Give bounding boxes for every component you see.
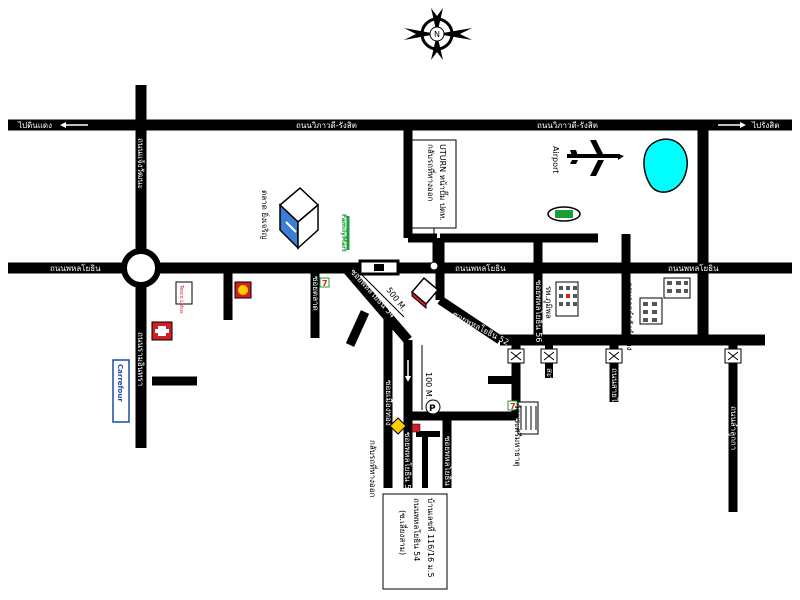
soi-saphan-mai-label: สะพานใหม่ bbox=[545, 368, 554, 407]
airport-label: Airport bbox=[551, 146, 560, 173]
soi-54-2-label: ซอยพหลโยธิน 54/2 bbox=[403, 432, 413, 502]
hospital-label: รพ.ภูมิพล bbox=[543, 286, 553, 319]
bus-stop-icon bbox=[374, 264, 384, 271]
temple-label: วัดพระศรีมหาธาตุ bbox=[513, 404, 522, 467]
destination-line-2: ถนนพหลโยธิน 54 bbox=[412, 498, 422, 561]
destination-box: บ้านเลขที่ 116/16 ม.5 ถนนพหลโยธิน 54 (ซ.… bbox=[382, 493, 448, 590]
soi-talad-label: ซอยตลาด bbox=[311, 276, 320, 311]
svg-text:FamilyMart: FamilyMart bbox=[340, 214, 347, 252]
phahon-label-west: ถนนพหลโยธิน bbox=[50, 263, 101, 273]
market-label: ตลาด ยิ่งเจริญ bbox=[260, 190, 271, 240]
uturn-note-box: กลับรถที่ทางออก UTURN หน้าปั๊ม ปตท. bbox=[411, 139, 457, 271]
to-rangsit-label: ไปรังสิต bbox=[751, 121, 779, 130]
apartment-building-icon bbox=[663, 277, 691, 299]
department-store-icon bbox=[278, 186, 320, 250]
traffic-light-icon bbox=[507, 348, 525, 364]
svg-text:UTURN หน้าปั๊ม ปตท.: UTURN หน้าปั๊ม ปตท. bbox=[438, 144, 449, 221]
soi-east-label: ถนนลำลูกกา bbox=[728, 406, 738, 450]
shop-sign-icon bbox=[389, 417, 421, 435]
seven-eleven-icon-2: 7 bbox=[507, 400, 518, 411]
svg-text:7: 7 bbox=[510, 402, 516, 411]
chaeng-watthana-label: ถนนแจ้งวัฒนะ bbox=[136, 138, 145, 189]
shell-logo-icon bbox=[234, 281, 252, 299]
condo-label: กรมการกำลังสำรอง bbox=[625, 282, 634, 351]
building-near-soi-icon bbox=[410, 276, 440, 310]
airplane-icon bbox=[567, 140, 624, 176]
stadium-field bbox=[555, 210, 573, 218]
soi-diag-stub bbox=[345, 310, 370, 347]
soi-54-diagonal bbox=[342, 264, 412, 344]
destination-line-3: (ซ.เลี่ยงสาม) bbox=[398, 510, 409, 555]
distance-100-label: 100 M. bbox=[424, 372, 433, 399]
svg-text:Tesco Lotus: Tesco Lotus bbox=[178, 284, 184, 314]
traffic-light-icon-3 bbox=[605, 348, 623, 364]
lake bbox=[643, 138, 688, 193]
tesco-lotus-sign: Tesco Lotus bbox=[175, 281, 193, 314]
soi-mid-label: ซอยพหลโยธิน 56 bbox=[534, 280, 544, 342]
svg-text:กลับรถที่ทางออก: กลับรถที่ทางออก bbox=[426, 144, 437, 202]
traffic-light-icon-2 bbox=[540, 348, 558, 364]
soi-left-label: ซอยเมืองทอง bbox=[384, 380, 393, 426]
vibhavadi-label-west: ถนนวิภาวดี-รังสิต bbox=[296, 121, 357, 130]
seven-eleven-icon: 7 bbox=[319, 277, 330, 288]
hospital-icon bbox=[151, 321, 173, 341]
compass-north-label: N bbox=[434, 30, 440, 39]
soi-52-label: ซอยพหลโยธิน 52 bbox=[451, 309, 511, 347]
svg-text:7: 7 bbox=[322, 279, 328, 288]
destination-line-1: บ้านเลขที่ 116/16 ม.5 bbox=[426, 498, 437, 578]
office-building-icon bbox=[639, 297, 663, 325]
distance-line-500 bbox=[361, 274, 405, 318]
svg-text:Carrefour: Carrefour bbox=[116, 364, 124, 402]
carrefour-sign: Carrefour bbox=[112, 359, 130, 423]
ram-intra-label: ถนนรามอินทรา bbox=[136, 332, 145, 386]
family-mart-sign: FamilyMart bbox=[340, 214, 350, 252]
temple-icon bbox=[517, 401, 539, 435]
diagonal-road bbox=[437, 296, 503, 344]
roundabout bbox=[121, 248, 161, 288]
parking-sign-icon: P bbox=[425, 399, 441, 415]
uturn-note-label: กลับรถที่ทางออก bbox=[368, 440, 379, 498]
phahon-label-mid: ถนนพหลโยธิน bbox=[455, 263, 506, 273]
phahon-label-east: ถนนพหลโยธิน bbox=[668, 263, 719, 273]
soi-right-label: ซอยพหลโยธิน 54/4 bbox=[443, 436, 453, 506]
traffic-light-icon-4 bbox=[724, 348, 742, 364]
compass-icon: N bbox=[404, 8, 472, 60]
vibhavadi-label-east: ถนนวิภาวดี-รังสิต bbox=[537, 121, 598, 130]
to-din-daeng-label: ไปดินแดง bbox=[17, 121, 52, 130]
hospital-building-icon bbox=[555, 281, 579, 317]
soi-sai-mai-label: ถนนสายไหม bbox=[610, 368, 619, 412]
svg-text:P: P bbox=[429, 404, 436, 414]
